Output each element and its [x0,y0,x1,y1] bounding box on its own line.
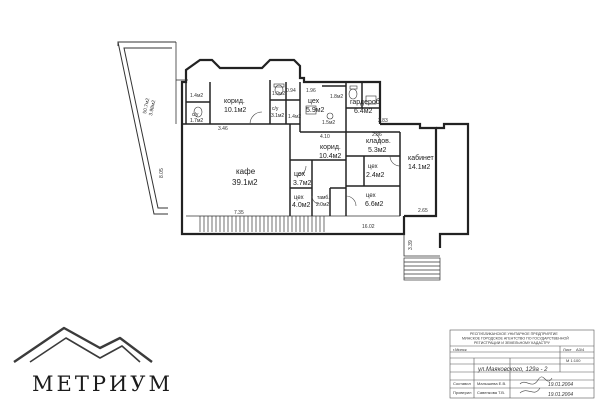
stamp-sheet-value: А3/4 [576,347,585,352]
room-area: 4.0м2 [292,202,311,209]
room-name: цех [368,164,378,170]
metrium-logo-word: МЕТРИУМ [32,372,173,396]
area-label: 1.5м2 [322,120,335,126]
stamp-city: г.Минск [453,347,467,352]
room-name: кладов. [366,138,391,145]
area-label: 1.9м2 [272,91,285,97]
stamp-name: Савенкова Т.В. [477,390,505,395]
dimension-label: 16.02 [362,224,375,230]
dimension-label: 0.94 [286,88,296,94]
stamp-date: 19.01.2004 [548,382,573,388]
dimension-label: 1.96 [306,88,316,94]
metrium-logo-mark [13,326,153,363]
stamp-role: Составил [453,381,471,386]
room-name: гардероб [350,98,380,106]
room-area: 6.4м2 [354,108,373,115]
stamp-scale: М 1:100 [566,358,581,363]
room-name: с/у [192,112,199,118]
stairs [199,216,325,232]
room-name: цех [366,193,376,199]
room-name: цех [294,171,306,178]
area-label: 1.8м2 [330,94,343,100]
room-area: 5.9м2 [306,107,325,114]
room-area: 2.0м2 [316,202,329,208]
stamp-address: ул.Маяковского, 129а - 2 [477,367,548,373]
room-name: кабинет [408,154,435,162]
room-name: с/у [272,106,279,112]
outer-walls [180,58,470,248]
stamp-name: Малышева Е.В. [477,381,506,386]
room-area: 3.7м2 [293,180,312,187]
room-area: 3.1м2 [271,113,284,119]
room-name: корид. [224,98,245,105]
dimension-label: 7.35 [234,210,244,216]
room-name: корид. [320,144,341,151]
room-area: 14.1м2 [408,164,430,171]
room-name: кафе [236,167,256,176]
dimension-label: 2.65 [418,208,428,214]
dimension-label: 2.86 [372,132,382,138]
dimension-label: 4.10 [320,134,330,140]
title-block [449,329,595,399]
entrance-steps [403,257,441,281]
stamp-date: 19.01.2004 [548,392,573,398]
dimension-label: 3.39 [408,240,414,250]
room-area: 10.1м2 [224,107,246,114]
door-swings [249,111,401,207]
room-area: 5.3м2 [368,147,387,154]
stamp-org-line: МИНСКОЕ ГОРОДСКОЕ АГЕНТСТВО ПО ГОСУДАРСТ… [462,337,569,341]
terrace-area-label-2: 3.98м2 [148,99,157,116]
room-area: 1.7м2 [190,118,203,124]
terrace-area-label: 50.7м2 [142,97,151,114]
dimension-label: 3.46 [218,126,228,132]
signature-scribble [519,376,553,394]
outer-walls-thin [175,42,440,257]
area-label: 1.4м2 [288,114,301,120]
area-label: 1.4м2 [190,93,203,99]
room-area: 10.4м2 [319,153,341,160]
stamp-role: Проверил [453,390,472,395]
room-area: 2.4м2 [366,172,385,179]
stamp-sheet-label: Лист [563,347,572,352]
bathroom-fixtures [193,83,377,120]
room-name: цех [294,195,304,201]
room-area: 39.1м2 [232,178,258,187]
room-name: цех [308,98,320,105]
terrace-outline [117,41,176,215]
dimension-label: 8.05 [159,168,165,178]
dimension-label: 2.83 [378,118,388,124]
room-area: 6.6м2 [365,201,384,208]
room-name: тамб. [317,195,330,201]
stamp-org-line: РЕСПУБЛИКАНСКОЕ УНИТАРНОЕ ПРЕДПРИЯТИЕ [470,332,558,336]
interior-walls [182,80,401,216]
stamp-org-line: РЕГИСТРАЦИИ И ЗЕМЕЛЬНОМУ КАДАСТРУ [474,341,551,345]
